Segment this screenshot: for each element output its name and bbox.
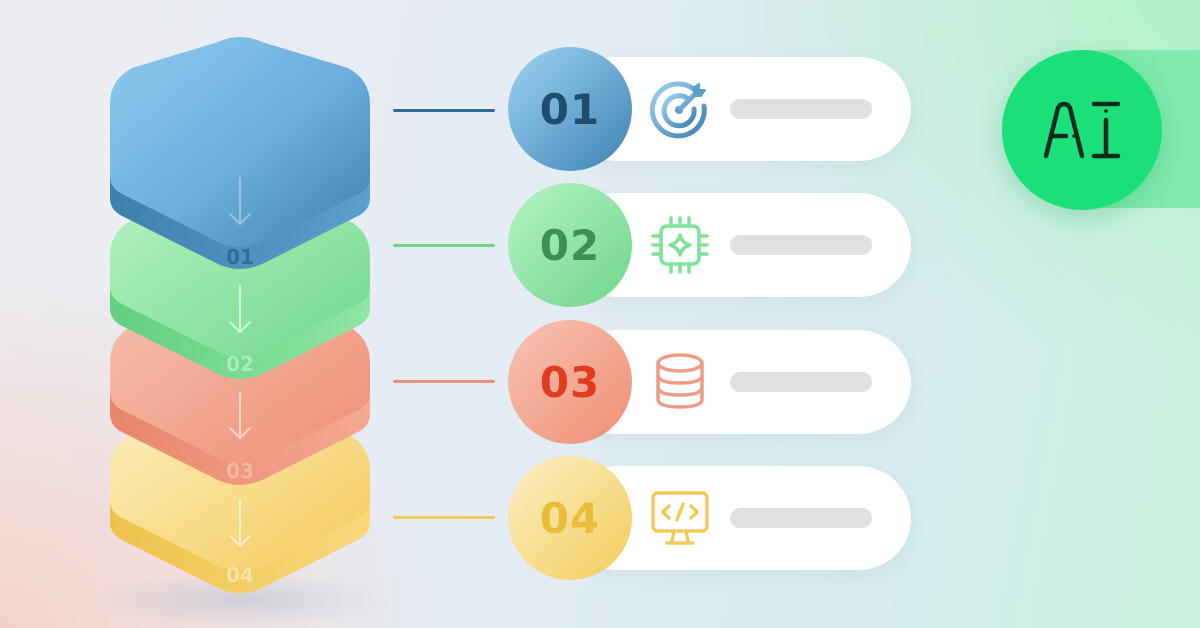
step-number-badge: 01 [508, 47, 632, 171]
layer-label: 02 [226, 352, 254, 376]
text-placeholder-bar [730, 235, 872, 255]
layer-label: 04 [226, 563, 254, 587]
layer-label: 03 [226, 459, 254, 483]
connector-line [393, 244, 495, 247]
ai-chip-icon [651, 216, 709, 274]
step-number: 03 [539, 357, 601, 407]
layer-label: 01 [226, 245, 254, 269]
arrow-down-icon [229, 285, 251, 333]
code-monitor-icon [651, 491, 709, 545]
connector-line [393, 380, 495, 383]
step-number-badge: 02 [508, 183, 632, 307]
text-placeholder-bar [730, 372, 872, 392]
database-icon [656, 353, 704, 409]
step-number-badge: 03 [508, 320, 632, 444]
step-number: 01 [539, 84, 601, 134]
step-number-badge: 04 [508, 456, 632, 580]
connector-line [393, 109, 495, 112]
target-icon [649, 81, 707, 139]
ai-badge: AI [1002, 50, 1162, 210]
arrow-down-icon [229, 391, 251, 439]
arrow-down-icon [229, 177, 251, 225]
text-placeholder-bar [730, 99, 872, 119]
step-number: 04 [539, 493, 601, 543]
connector-line [393, 516, 495, 519]
arrow-down-icon [229, 499, 251, 547]
ai-badge-icon [1043, 101, 1121, 159]
step-number: 02 [539, 220, 601, 270]
stack-shadow [90, 572, 390, 628]
text-placeholder-bar [730, 508, 872, 528]
